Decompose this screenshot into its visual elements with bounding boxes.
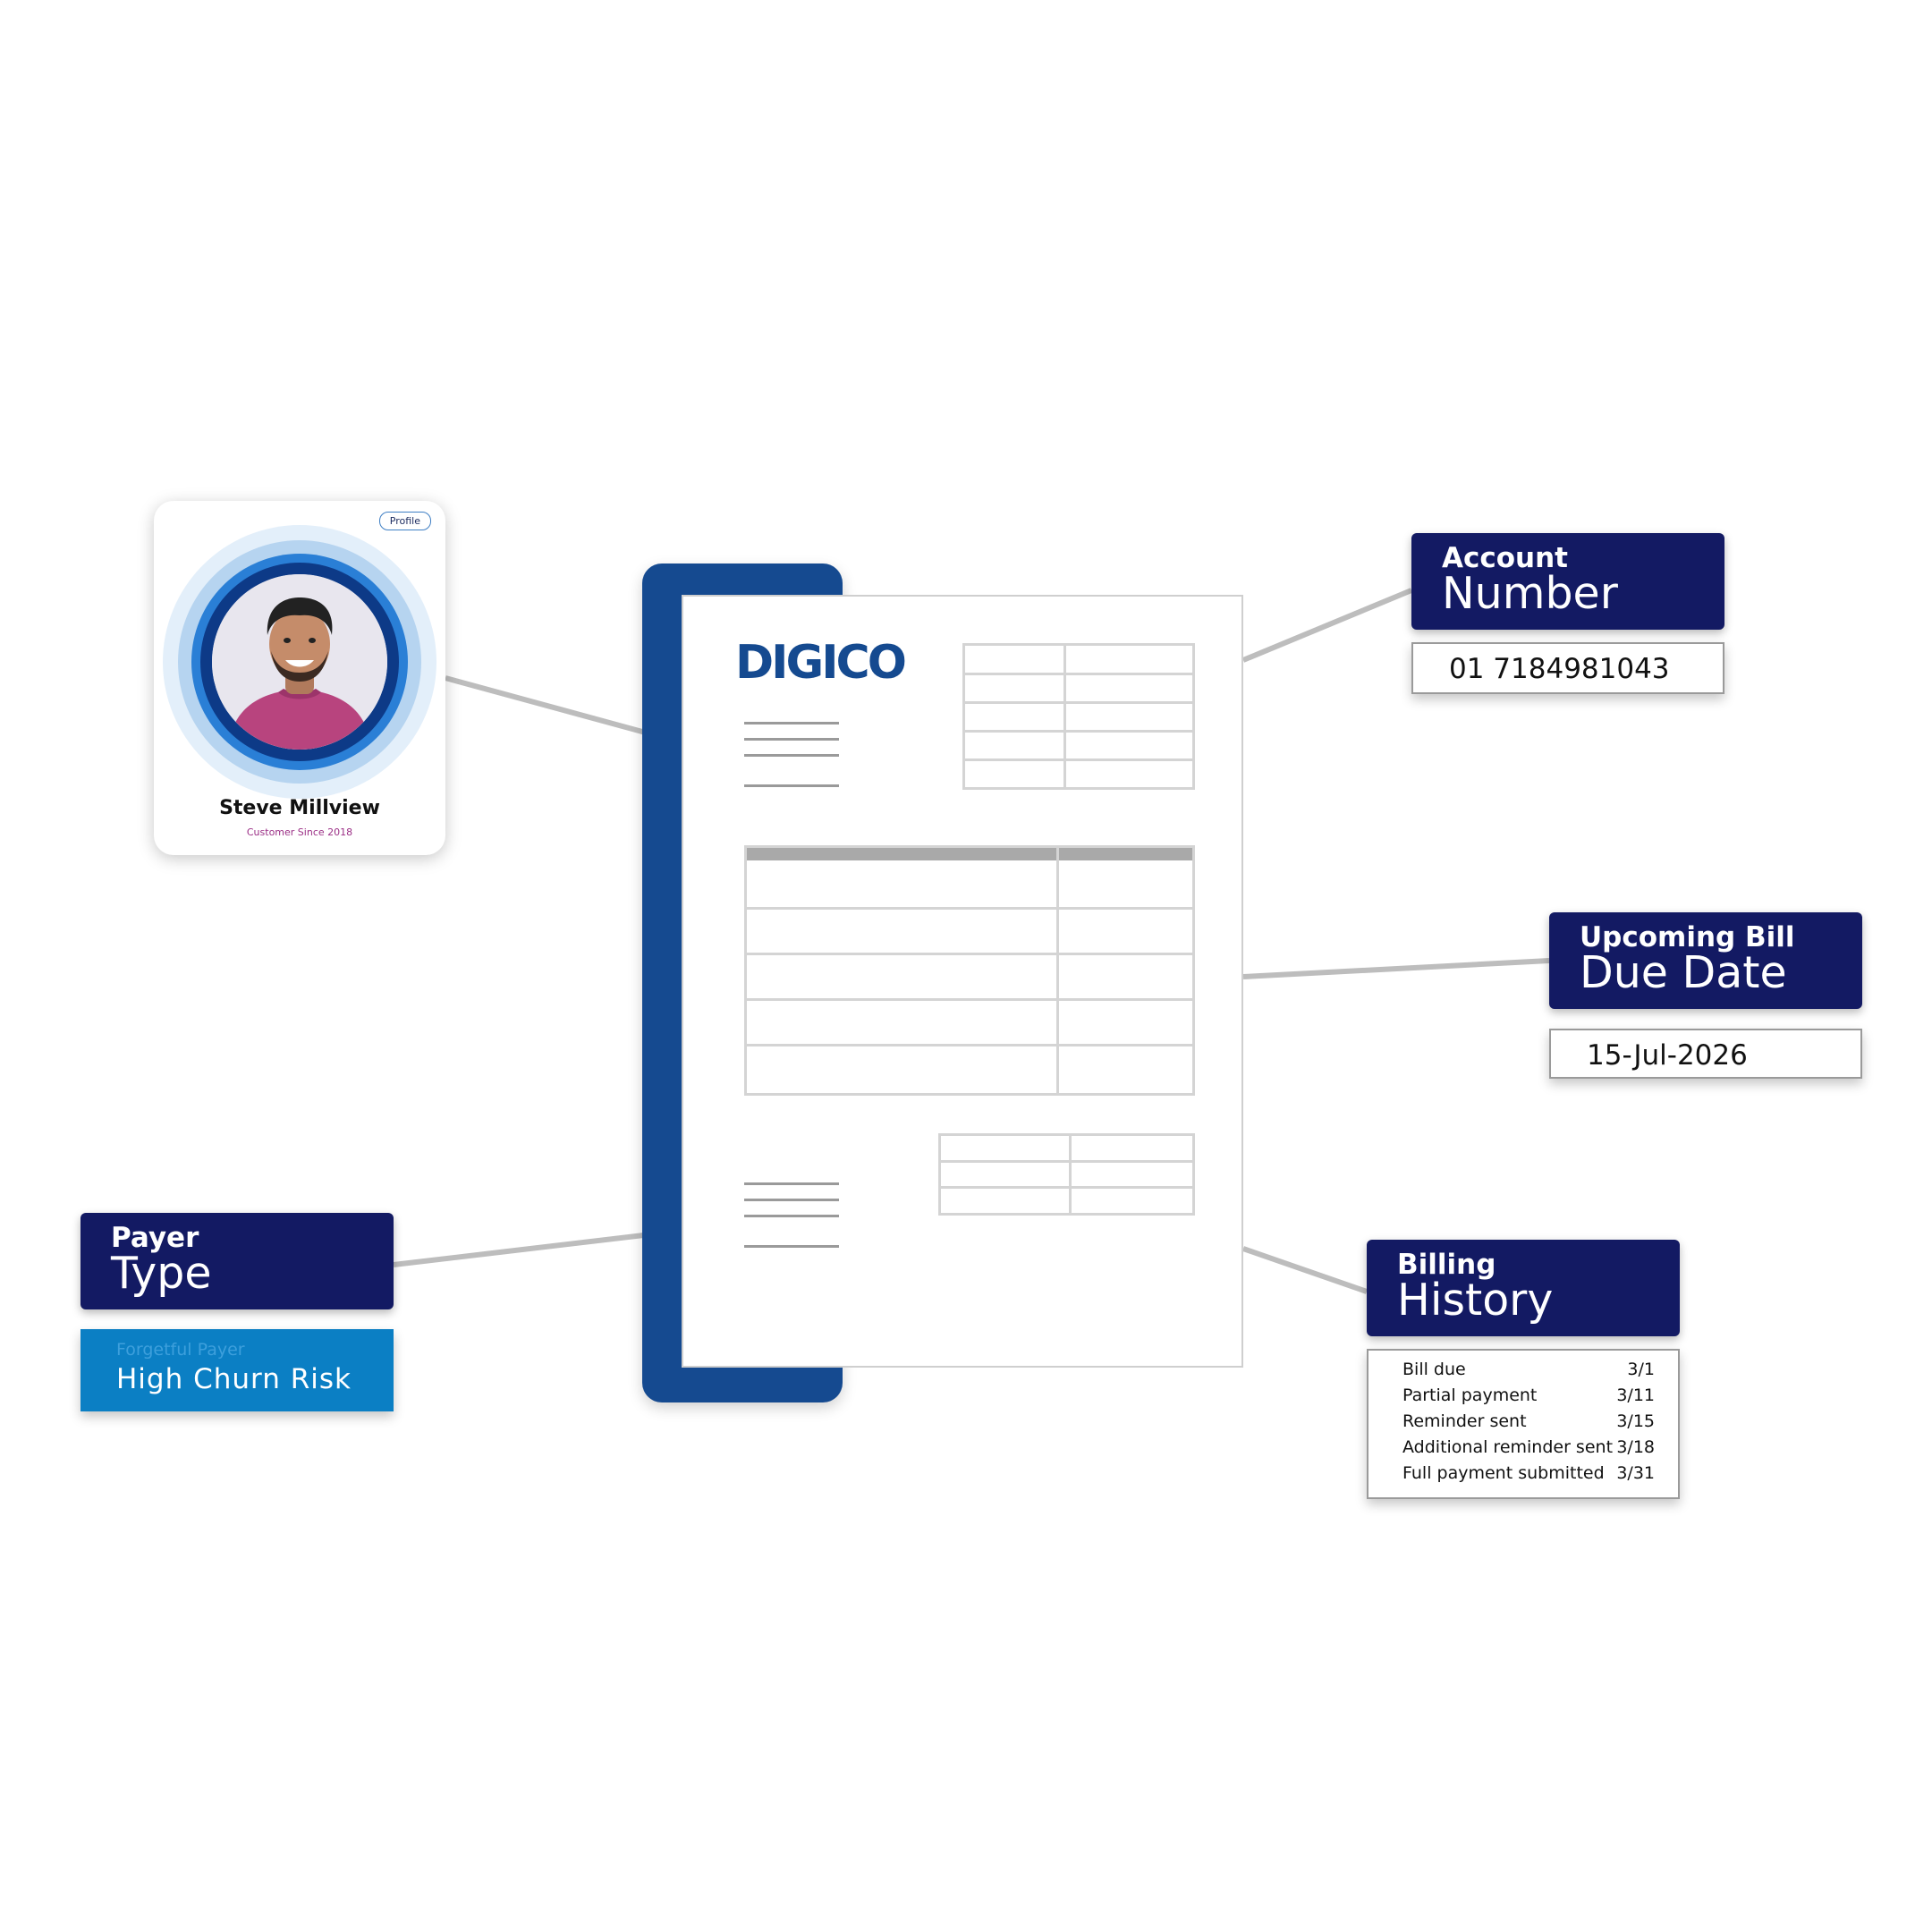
text-line [744, 1245, 839, 1248]
text-line [744, 722, 839, 724]
due-date-title: Upcoming Bill [1580, 921, 1795, 953]
payer-type-value: High Churn Risk [116, 1363, 352, 1395]
text-line [744, 738, 839, 741]
text-line [744, 784, 839, 787]
billing-history-title: Billing [1397, 1249, 1496, 1281]
text-line [744, 1215, 839, 1217]
profile-name: Steve Millview [219, 797, 380, 819]
account-number-subtitle: Number [1442, 568, 1618, 619]
text-line [744, 1182, 839, 1185]
connector-due-date [1242, 958, 1550, 979]
list-item: Additional reminder sent 3/18 [1402, 1437, 1655, 1457]
text-line [744, 1199, 839, 1201]
person-photo-icon [212, 574, 387, 750]
profile-card[interactable]: Profile [154, 501, 445, 855]
due-date-tag: Upcoming Bill Due Date [1549, 912, 1862, 1009]
bill-document[interactable]: DIGICO [682, 595, 1243, 1368]
charges-table [744, 845, 1195, 1096]
due-date-field[interactable]: 15-Jul-2026 [1549, 1029, 1862, 1079]
payer-type-title: Payer [111, 1222, 199, 1254]
digico-logo: DIGICO [735, 636, 907, 690]
profile-subtitle: Customer Since 2018 [246, 826, 353, 838]
summary-grid [938, 1133, 1195, 1216]
billing-history-list[interactable]: Bill due 3/1 Partial payment 3/11 Remind… [1367, 1349, 1680, 1499]
info-grid [962, 643, 1195, 790]
account-number-value: 01 7184981043 [1449, 653, 1670, 685]
connector-account [1241, 588, 1413, 663]
account-number-tag: Account Number [1411, 533, 1724, 630]
profile-pill[interactable]: Profile [378, 512, 431, 530]
due-date-subtitle: Due Date [1580, 947, 1787, 998]
connector-payer [393, 1228, 682, 1267]
payer-type-subtitle: Type [111, 1248, 212, 1299]
list-item: Partial payment 3/11 [1402, 1385, 1655, 1405]
list-item: Bill due 3/1 [1402, 1360, 1655, 1379]
text-line [744, 754, 839, 757]
payer-type-faded: Forgetful Payer [116, 1340, 245, 1360]
account-number-field[interactable]: 01 7184981043 [1411, 642, 1724, 694]
list-item: Reminder sent 3/15 [1402, 1411, 1655, 1431]
payer-type-tag: Payer Type [80, 1213, 394, 1309]
billing-history-subtitle: History [1397, 1275, 1554, 1326]
connector-history [1242, 1246, 1368, 1294]
account-number-title: Account [1442, 542, 1568, 574]
avatar [163, 525, 436, 799]
billing-history-tag: Billing History [1367, 1240, 1680, 1336]
churn-risk-badge[interactable]: Forgetful Payer High Churn Risk [80, 1329, 394, 1411]
due-date-value: 15-Jul-2026 [1587, 1039, 1748, 1072]
list-item: Full payment submitted 3/31 [1402, 1463, 1655, 1483]
